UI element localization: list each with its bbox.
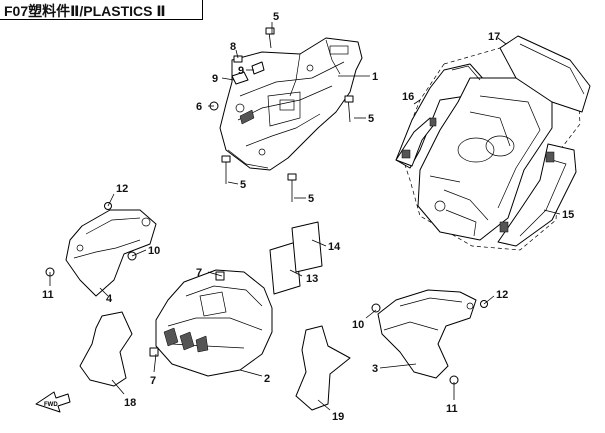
label-18: 18 <box>124 397 136 409</box>
label-13: 13 <box>306 273 318 285</box>
label-5-bottom-left: 5 <box>240 179 246 191</box>
clips-7 <box>149 271 225 357</box>
label-17: 17 <box>488 31 500 43</box>
label-7-upper: 7 <box>196 267 202 279</box>
label-9-left: 9 <box>212 73 218 85</box>
fwd-text: FWD <box>44 402 58 408</box>
label-12-right: 12 <box>496 289 508 301</box>
label-7-lower: 7 <box>150 375 156 387</box>
part-13-14-pads <box>269 221 323 295</box>
part-2-inner-fender <box>155 269 273 377</box>
label-12-left: 12 <box>116 183 128 195</box>
fasteners-10-11-12-left <box>45 202 137 277</box>
label-10-left: 10 <box>148 245 160 257</box>
label-19: 19 <box>332 411 344 423</box>
label-9-right: 9 <box>238 65 244 77</box>
label-15: 15 <box>562 209 574 221</box>
title-box: F07塑料件Ⅱ/PLASTICS Ⅱ <box>0 0 203 20</box>
label-8: 8 <box>230 41 236 53</box>
part-3-side-cover <box>377 289 477 379</box>
fwd-arrow: FWD <box>35 391 71 413</box>
part-17-flap <box>499 35 591 113</box>
part-19-pad <box>295 325 351 411</box>
label-4: 4 <box>106 293 113 305</box>
page-title: F07塑料件Ⅱ/PLASTICS Ⅱ <box>4 3 166 19</box>
part-18-pad <box>79 311 133 387</box>
label-1: 1 <box>372 71 378 83</box>
part-4-side-cover <box>65 209 157 297</box>
screws-5 <box>221 27 354 202</box>
label-5-right: 5 <box>368 113 374 125</box>
label-5-bottom-right: 5 <box>308 193 314 205</box>
label-6: 6 <box>196 101 202 113</box>
leader-lines <box>49 22 561 411</box>
callout-labels: 1 2 3 4 5 5 5 5 6 7 7 8 9 9 10 10 11 11 … <box>42 11 574 423</box>
label-14: 14 <box>328 241 341 253</box>
label-2: 2 <box>264 373 270 385</box>
label-3: 3 <box>372 363 378 375</box>
label-16: 16 <box>402 91 414 103</box>
part-15-16-rear-fender <box>395 47 581 251</box>
label-11-left: 11 <box>42 289 54 301</box>
clips-8-9 <box>231 55 265 85</box>
label-11-right: 11 <box>446 403 458 415</box>
label-10-right: 10 <box>352 319 364 331</box>
label-5-top: 5 <box>273 11 279 23</box>
